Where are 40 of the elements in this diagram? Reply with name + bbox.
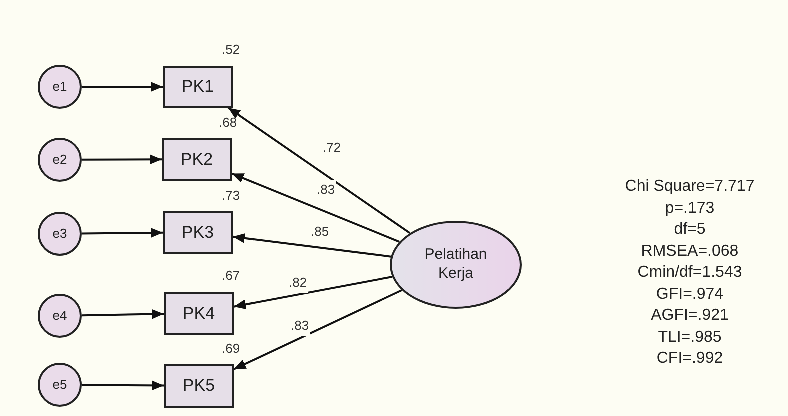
node-label: e2 [52,151,68,170]
node-label: Pelatihan Kerja [424,246,488,284]
indicator-box [162,138,232,181]
node-label: PK1 [182,76,214,98]
node-label: PK4 [182,302,216,325]
fit-statistic: Cmin/df=1.543 [638,263,742,283]
node-label: e5 [52,376,68,394]
r-squared-value: .68 [219,114,238,132]
r-squared-value: .73 [222,187,240,205]
fit-statistic: Chi Square=7.717 [625,177,755,197]
arrow [232,233,392,258]
fit-statistic: df=5 [674,220,706,240]
fit-statistic: p=.173 [665,198,715,218]
fit-statistic: GFI=.974 [656,284,724,304]
arrow [234,289,403,370]
arrow [234,276,393,310]
arrow [82,154,162,165]
fit-statistic: AGFI=.921 [651,306,729,326]
r-squared-value: .69 [222,340,240,358]
fit-statistic: RMSEA=.068 [641,242,739,262]
node-label: PK5 [182,375,216,398]
fit-statistic: CFI=.992 [656,349,724,369]
indicator-box [164,292,234,335]
node-label: PK3 [182,222,214,244]
arrow [82,380,164,391]
indicator-box [163,66,233,108]
node-label: e3 [52,225,68,244]
fit-statistic: TLI=.985 [658,328,722,348]
r-squared-value: .67 [222,267,240,285]
arrow [228,107,411,234]
arrow [82,228,164,238]
arrow [82,82,163,92]
indicator-box [163,211,233,254]
arrow [82,309,164,320]
node-label: PK2 [180,148,214,171]
node-label: e4 [52,307,68,326]
r-squared-value: .52 [222,41,240,59]
indicator-box [164,364,234,408]
node-label: e1 [52,78,68,96]
arrow [232,172,400,243]
